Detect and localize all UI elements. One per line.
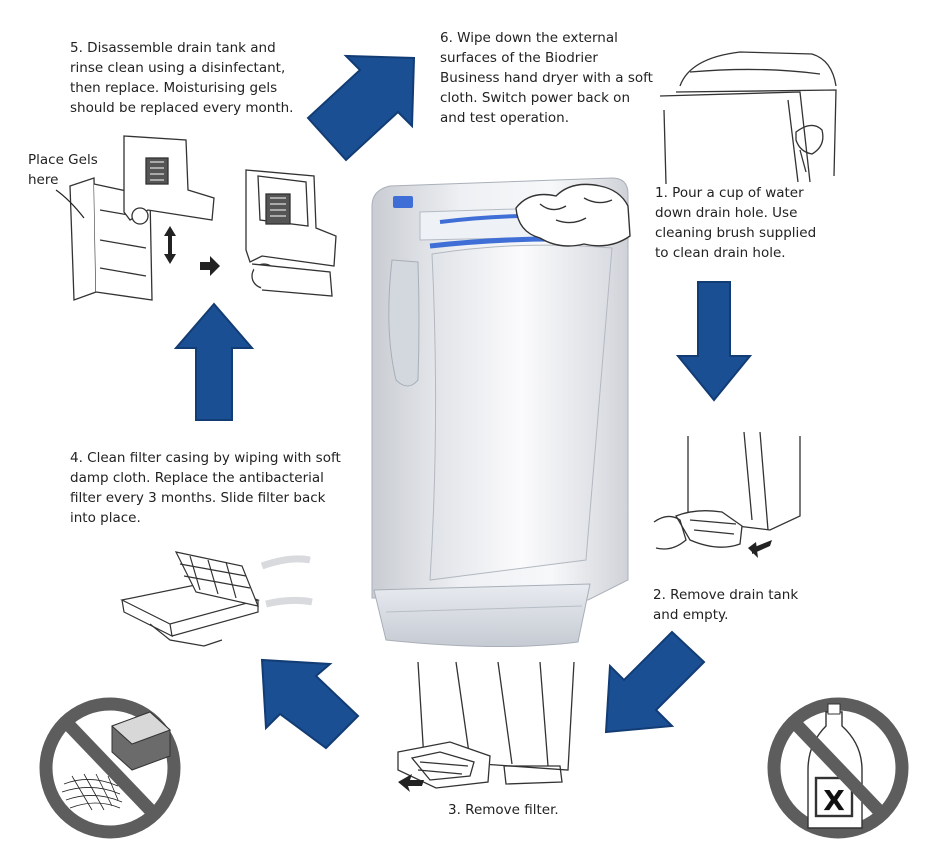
drain-tank-parts-illustration <box>69 135 337 301</box>
wiping-hand-illustration <box>515 183 631 247</box>
motion-lines <box>260 555 313 608</box>
filter-pull-arrow <box>398 774 424 792</box>
bottle-warning-mark: X <box>823 784 845 817</box>
step-6-text: 6. Wipe down the external surfaces of th… <box>440 30 653 126</box>
step-2-text: 2. Remove drain tank and empty. <box>653 587 799 623</box>
step-5-text: 5. Disassemble drain tank and rinse clea… <box>70 40 294 116</box>
filter-removal-illustration <box>397 661 575 789</box>
right-arrow-small <box>200 256 220 276</box>
drain-tank-illustration <box>653 431 801 550</box>
arrow-step5-to-step6 <box>306 54 416 162</box>
step-3-text: 3. Remove filter. <box>448 802 559 818</box>
no-chemical-bottle-icon: X <box>767 697 909 839</box>
step-4-text: 4. Clean filter casing by wiping with so… <box>70 450 341 526</box>
filter-casing-illustration <box>120 551 260 647</box>
hand-dryer-illustration <box>371 177 629 648</box>
up-down-arrow <box>164 226 176 264</box>
place-gels-callout: Place Gels here <box>28 152 98 188</box>
callout-leader-line <box>55 189 85 219</box>
arrow-step3-to-step4 <box>260 658 360 750</box>
step-1-text: 1. Pour a cup of water down drain hole. … <box>655 185 817 261</box>
no-abrasive-sponge-icon <box>39 697 181 839</box>
arrow-step4-to-step5 <box>173 302 255 421</box>
pull-arrow-small <box>748 540 772 558</box>
arrow-step1-to-step2 <box>675 281 753 402</box>
arrow-step2-to-step3 <box>604 630 706 734</box>
dryer-top-closeup-illustration <box>659 51 837 185</box>
